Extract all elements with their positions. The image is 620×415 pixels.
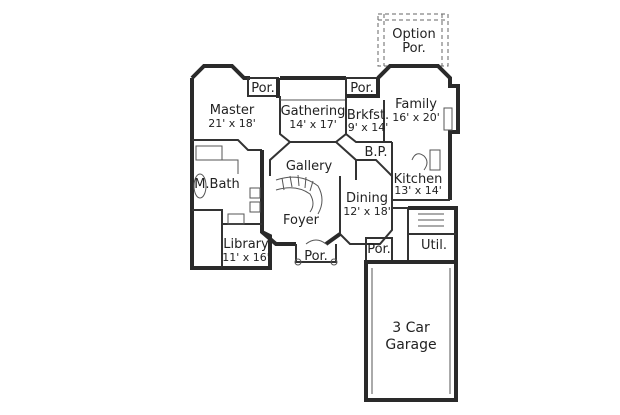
garage-label-2: Garage (385, 337, 436, 353)
porch-master-label: Por. (251, 81, 275, 96)
mbath-fixtures (193, 145, 261, 213)
option-porch-label-2: Por. (402, 41, 426, 56)
gathering-label: Gathering (281, 104, 346, 119)
porch-front-label: Por. (304, 249, 328, 264)
kitchen-label: Kitchen (394, 172, 443, 187)
gathering-dim: 14' x 17' (289, 118, 337, 131)
family-label: Family (395, 97, 437, 112)
garage-label: 3 Car (392, 320, 430, 336)
dining-label: Dining (346, 191, 388, 206)
mbath-label: M.Bath (194, 177, 240, 192)
library-label: Library (223, 237, 269, 252)
master-label: Master (210, 103, 255, 118)
util-label: Util. (421, 238, 447, 253)
library-dim: 11' x 16' (222, 251, 270, 264)
library-walls (222, 213, 272, 270)
util-walls (392, 206, 458, 262)
foyer-label: Foyer (283, 213, 320, 228)
kitchen-dim: 13' x 14' (394, 184, 442, 197)
garage-walls (364, 260, 458, 402)
dining-walls (339, 159, 393, 245)
master-dim: 21' x 18' (208, 117, 256, 130)
master-suite-walls (190, 64, 262, 270)
family-kitchen-walls (345, 64, 460, 201)
family-dim: 16' x 20' (392, 111, 440, 124)
bp-label: B.P. (365, 145, 388, 160)
gallery-outline (269, 141, 357, 180)
porch-front-outline (294, 239, 338, 266)
kitchen-island (411, 149, 441, 171)
brkfst-dim: 9' x 14' (348, 121, 389, 134)
option-porch-label: Option (392, 27, 435, 42)
dining-dim: 12' x 18' (343, 205, 391, 218)
gallery-label: Gallery (286, 159, 333, 174)
porch-garage-label: Por. (367, 242, 391, 257)
brkfst-label: Brkfst. (347, 108, 389, 123)
porch-brkfst-label: Por. (350, 81, 374, 96)
